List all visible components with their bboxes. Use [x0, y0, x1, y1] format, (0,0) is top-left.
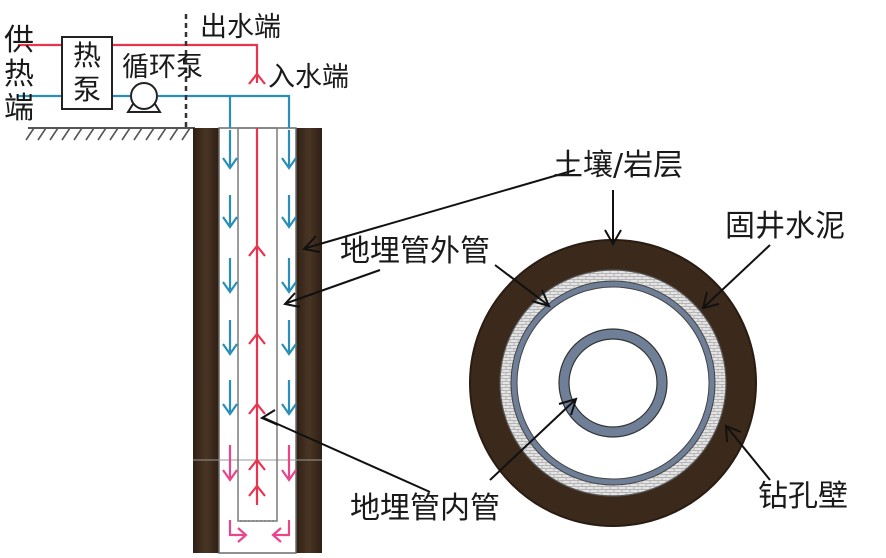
inner-pipe-label: 地埋管内管 [350, 491, 500, 526]
supply-side-label: 供热端 [4, 23, 34, 126]
surface-piping [18, 43, 291, 505]
borehole-cross-section [469, 239, 757, 527]
leader-grout [703, 244, 771, 308]
soil-rock-label: 土壤/岩层 [553, 148, 684, 183]
soil-right-wall [296, 128, 322, 553]
leader-inner-to-section [263, 417, 431, 493]
circulation-pump-label: 循环泵 [122, 52, 203, 83]
outlet-label: 出水端 [200, 12, 281, 43]
grout-label: 固井水泥 [725, 209, 845, 244]
cold-flow-arrows [222, 130, 297, 416]
hot-outlet-pipe [112, 43, 259, 83]
hot-flow-arrows [248, 72, 266, 497]
warm-flow-arrows [222, 445, 297, 543]
heat-pump-box [61, 36, 113, 110]
outer-pipe-label: 地埋管外管 [340, 234, 490, 269]
leader-wall [726, 426, 771, 481]
cold-inlet-pipe [112, 94, 291, 128]
circulation-pump-icon [126, 82, 162, 113]
heat-pump-label: 热泵 [72, 39, 101, 106]
inner-pipe-ring [559, 329, 667, 437]
leader-lines [259, 169, 771, 493]
leader-outer-to-section [286, 269, 381, 304]
leader-outer-to-ring [494, 264, 549, 306]
ground-surface [25, 127, 195, 141]
inlet-label: 入水端 [268, 62, 349, 93]
leader-soil-to-section [305, 169, 576, 249]
soil-left-wall [193, 128, 219, 553]
borehole-wall-label: 钻孔壁 [758, 479, 848, 514]
leader-inner-to-ring [489, 399, 576, 481]
